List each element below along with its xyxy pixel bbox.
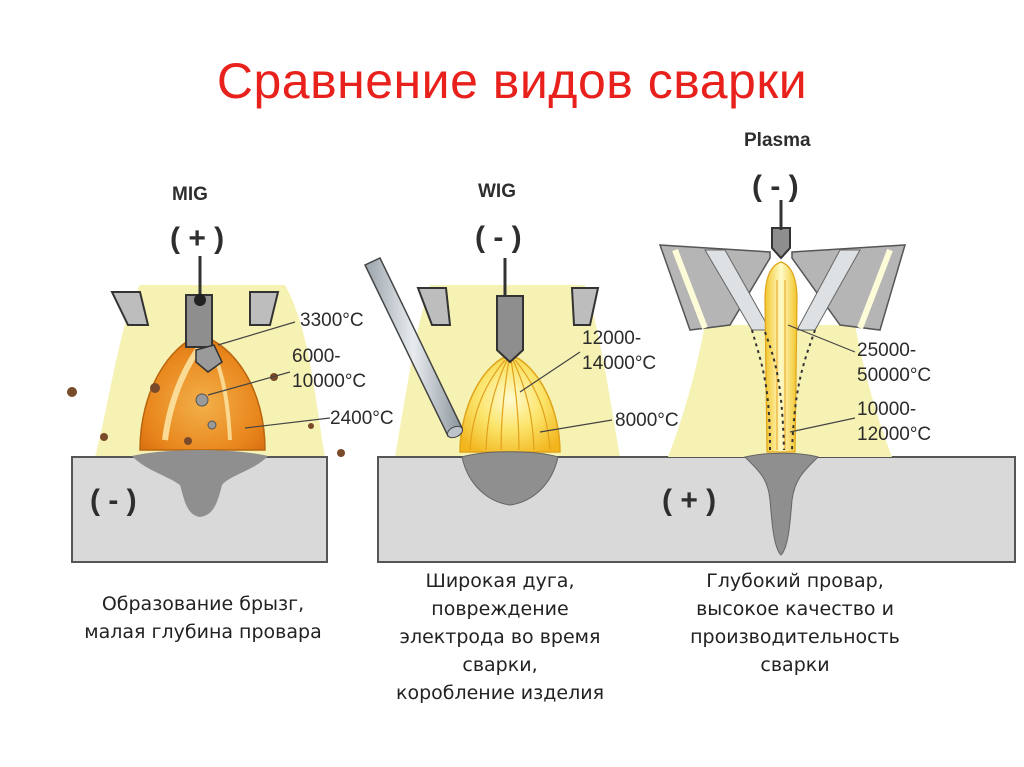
wig-caption: Широкая дуга, повреждение электрода во в… — [360, 567, 640, 707]
plasma-label: Plasma — [744, 130, 811, 151]
mig-droplet — [195, 393, 209, 407]
caption-line: Образование брызг, — [101, 593, 305, 615]
mig-temp-label: 6000- — [292, 346, 341, 367]
mig-spatter — [100, 433, 108, 441]
mig-weld-pool — [132, 450, 268, 517]
caption-line: электрода во время — [399, 626, 601, 648]
wig-temp-label: 8000°C — [615, 410, 679, 431]
plasma-leader-line — [787, 324, 856, 353]
mig-section: MIG ( + ) ( - ) 3300°C 6000- 10000°C 240… — [67, 184, 394, 563]
mig-workpiece-polarity: ( - ) — [90, 484, 137, 517]
wig-tungsten-electrode — [496, 295, 524, 364]
caption-line: производительность — [690, 626, 900, 648]
plasma-temp-label: 12000°C — [857, 424, 931, 445]
plasma-jet — [764, 261, 798, 453]
plasma-temp-label: 10000- — [857, 399, 916, 420]
plasma-caption: Глубокий провар, высокое качество и прои… — [655, 567, 935, 679]
plasma-leader-line — [789, 417, 856, 433]
caption-line: сварки, — [462, 654, 538, 676]
page-title: Сравнение видов сварки — [216, 53, 808, 109]
mig-electrode-polarity: ( + ) — [170, 222, 224, 255]
wig-nozzle-right — [570, 287, 600, 326]
caption-line: малая глубина провара — [84, 621, 322, 643]
wig-filler-rod — [363, 257, 464, 439]
mig-spatter — [150, 383, 160, 393]
caption-line: сварки — [760, 654, 830, 676]
mig-arc-streak — [162, 338, 208, 441]
mig-leader-line — [207, 371, 291, 396]
plasma-nozzle-body-left — [658, 244, 771, 331]
plasma-nozzle-stripe — [672, 248, 708, 330]
mig-leader-line — [244, 417, 331, 429]
wig-arc-rays — [469, 359, 551, 451]
caption-line: повреждение — [431, 598, 569, 620]
mig-label: MIG — [172, 184, 208, 205]
plasma-electrode — [771, 227, 791, 260]
mig-nozzle-left — [110, 291, 150, 326]
wig-leader-line — [539, 419, 613, 433]
plasma-keyhole — [744, 452, 819, 556]
caption-line: Глубокий провар, — [706, 570, 884, 592]
plasma-nozzle-stripe — [857, 248, 893, 330]
caption-line: коробление изделия — [395, 682, 605, 704]
mig-temp-label: 2400°C — [330, 408, 394, 429]
mig-leader-line — [217, 321, 296, 346]
mig-caption: Образование брызг, малая глубина провара — [58, 590, 348, 646]
wig-temp-label: 12000- — [582, 328, 641, 349]
plasma-gas-flow — [751, 329, 816, 451]
mig-spatter — [308, 423, 314, 429]
mig-spatter — [184, 437, 192, 445]
plasma-temp-label: 25000- — [857, 340, 916, 361]
wig-section: WIG ( - ) 12000- 14000°C 8000°C — [363, 181, 1016, 563]
wig-label: WIG — [478, 181, 516, 202]
caption-line: высокое качество и — [696, 598, 894, 620]
wig-electrode-polarity: ( - ) — [475, 221, 522, 254]
plasma-electrode-polarity: ( - ) — [752, 170, 799, 203]
plasma-workpiece-polarity: ( + ) — [662, 484, 716, 517]
mig-temp-label: 3300°C — [300, 310, 364, 331]
mig-spatter — [337, 449, 345, 457]
mig-droplet — [195, 344, 223, 373]
wig-temp-label: 14000°C — [582, 353, 656, 374]
mig-contact-dot — [194, 294, 206, 306]
mig-droplet — [207, 420, 217, 430]
mig-spatter — [67, 387, 77, 397]
plasma-temp-label: 50000°C — [857, 365, 931, 386]
wig-weld-pool — [461, 451, 559, 506]
mig-nozzle-right — [249, 291, 280, 326]
plasma-section: Plasma ( - ) ( + ) 25000- 50000°C 10000-… — [658, 130, 931, 556]
wig-nozzle-left — [416, 287, 452, 326]
caption-line: Широкая дуга, — [425, 570, 575, 592]
mig-temp-label: 10000°C — [292, 371, 366, 392]
wig-leader-line — [519, 351, 581, 393]
